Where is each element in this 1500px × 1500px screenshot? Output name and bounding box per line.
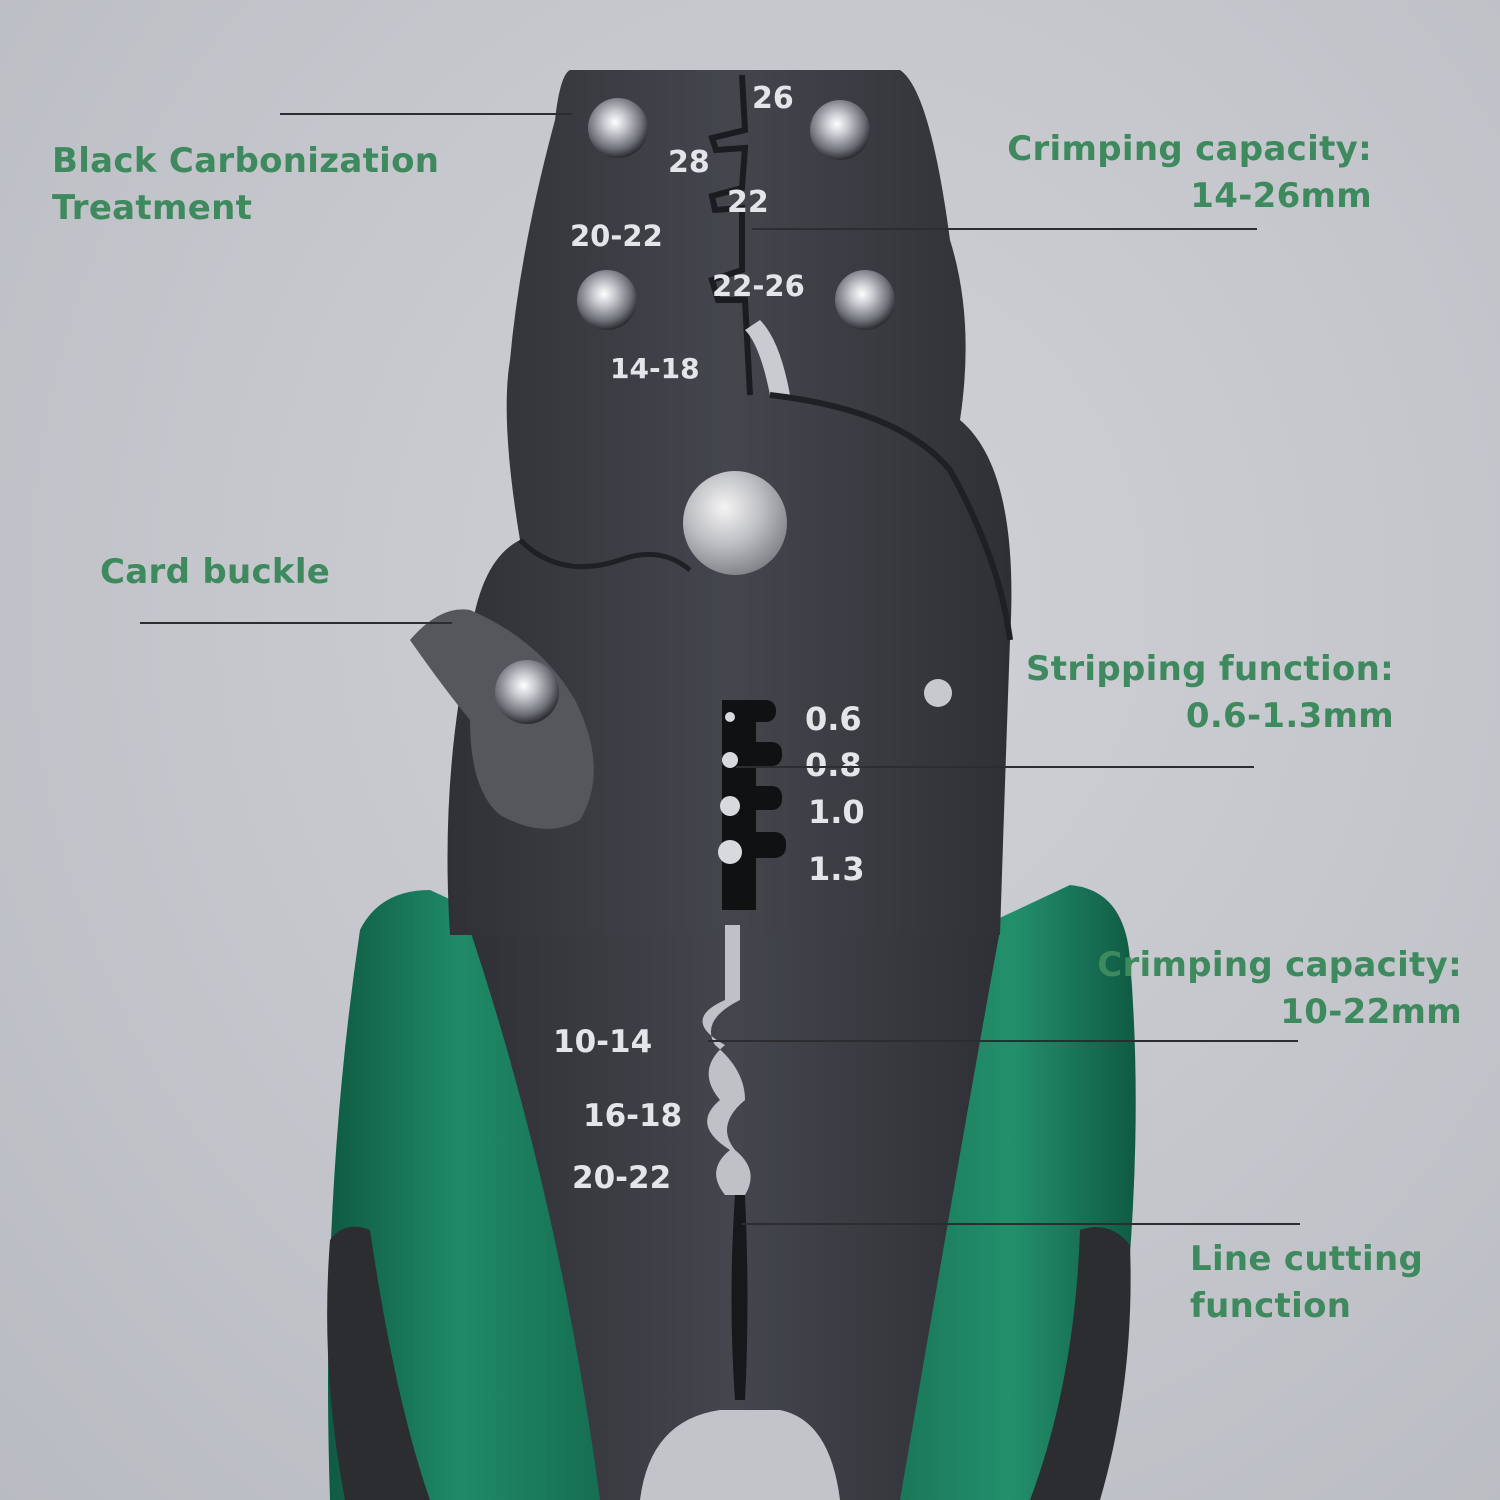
- pivot-bolt-icon: [683, 471, 787, 575]
- lower-jaw-stamps: 10-14 16-18 20-22: [553, 1024, 682, 1196]
- rivet-icon: [588, 98, 648, 158]
- label-card-buckle-line1: Card buckle: [100, 552, 331, 592]
- label-card-buckle: Card buckle: [100, 549, 330, 596]
- label-stripping-line2: 0.6-1.3mm: [1185, 696, 1394, 736]
- stripping-slots: [718, 700, 786, 910]
- hole-icon: [924, 679, 952, 707]
- crimping-profile: [702, 925, 751, 1195]
- stamp-20-22: 20-22: [570, 219, 663, 253]
- card-buckle-latch: [410, 609, 594, 829]
- label-crimping-bottom-line2: 10-22mm: [1280, 992, 1462, 1032]
- label-carbonization: Black Carbonization Treatment: [52, 138, 439, 232]
- label-crimping-top-line1: Crimping capacity:: [1007, 129, 1372, 169]
- label-crimping-bottom-line1: Crimping capacity:: [1097, 945, 1462, 985]
- stamp-22-26: 22-26: [712, 269, 805, 303]
- stamp-26: 26: [752, 81, 794, 116]
- label-stripping-line1: Stripping function:: [1026, 649, 1394, 689]
- stamp-1-0: 1.0: [808, 793, 865, 831]
- stamp-14-18: 14-18: [610, 352, 700, 385]
- stamp-0-6: 0.6: [805, 700, 862, 738]
- label-stripping: Stripping function: 0.6-1.3mm: [1026, 646, 1394, 740]
- label-line-cutting-line2: function: [1190, 1286, 1352, 1326]
- upper-jaw-stamps: 26 28 22 20-22 22-26 14-18: [570, 81, 805, 385]
- stripper-stamps: 0.6 0.8 1.0 1.3: [805, 700, 865, 888]
- label-line-cutting: Line cutting function: [1190, 1236, 1423, 1330]
- stamp-1-3: 1.3: [808, 850, 865, 888]
- stamp-22: 22: [727, 185, 769, 220]
- label-line-cutting-line1: Line cutting: [1190, 1239, 1424, 1279]
- stamp-16-18: 16-18: [583, 1098, 682, 1134]
- label-carbonization-line2: Treatment: [52, 188, 253, 228]
- stamp-20-22-lower: 20-22: [572, 1160, 671, 1196]
- stamp-28: 28: [668, 145, 710, 180]
- label-crimping-bottom: Crimping capacity: 10-22mm: [1097, 942, 1462, 1036]
- rivet-icon: [835, 270, 895, 330]
- label-crimping-top: Crimping capacity: 14-26mm: [1007, 126, 1372, 220]
- label-crimping-top-line2: 14-26mm: [1190, 176, 1372, 216]
- stamp-10-14: 10-14: [553, 1024, 652, 1060]
- label-carbonization-line1: Black Carbonization: [52, 141, 440, 181]
- stamp-0-8: 0.8: [805, 746, 862, 784]
- rivet-icon: [810, 100, 870, 160]
- rivet-icon: [577, 270, 637, 330]
- leader-lines: [140, 113, 1300, 1225]
